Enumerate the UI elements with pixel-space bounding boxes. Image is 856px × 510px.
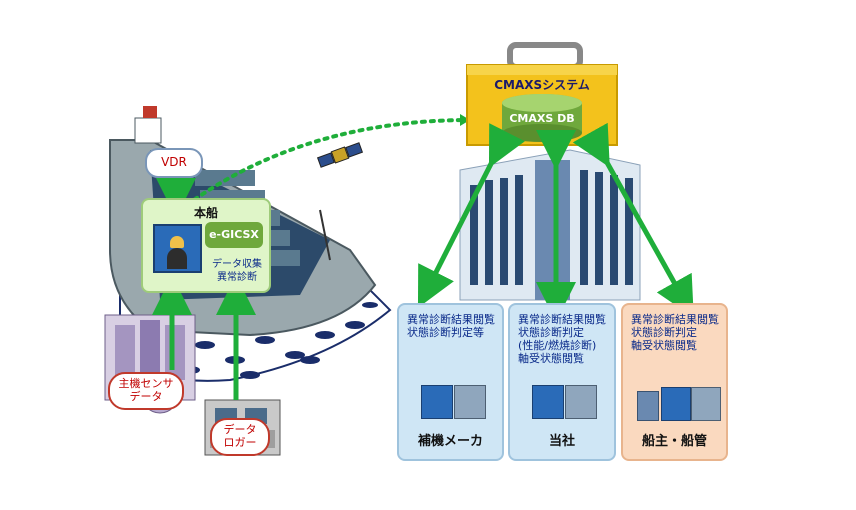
cmaxs-system-box	[466, 42, 618, 146]
maker-monitor-icon	[454, 385, 486, 419]
owner-line-1: 異常診断結果閲覧	[631, 313, 719, 326]
logger-label-2: ロガー	[223, 436, 257, 449]
vdr-badge: VDR	[145, 148, 203, 178]
company-operator-icon	[532, 385, 564, 419]
sensor-label-1: 主機センサ	[118, 377, 174, 390]
logger-label-1: データ	[223, 423, 257, 436]
vessel-function-1: データ収集	[212, 259, 262, 270]
owner-line-2: 状態診断判定	[631, 326, 697, 339]
database-label: CMAXS DB	[509, 112, 575, 125]
operator-icon	[153, 224, 202, 273]
company-line-2: 状態診断判定	[518, 326, 584, 339]
maker-line-1: 異常診断結果閲覧	[407, 313, 495, 326]
owner-monitor-icon	[691, 387, 721, 421]
company-line-1: 異常診断結果閲覧	[518, 313, 606, 326]
company-name: 当社	[548, 434, 575, 449]
satellite-link-arrow	[178, 118, 472, 212]
arrow-system-owner	[572, 122, 694, 318]
vessel-panel: 本船 e-GICSX データ収集 異常診断	[141, 198, 271, 293]
satellite-icon	[316, 142, 364, 168]
sensor-data-bubble: 主機センサ データ	[108, 372, 184, 410]
gicsx-label: e-GICSX	[209, 228, 259, 241]
maker-operator-icon	[421, 385, 453, 419]
gicsx-module: e-GICSX	[205, 222, 263, 248]
owner-operator-icon	[661, 387, 691, 421]
logger-bubble: データ ロガー	[210, 418, 270, 456]
party-panel-company: 異常診断結果閲覧 状態診断判定 (性能/燃焼診断) 軸受状態閲覧 当社	[508, 303, 616, 461]
system-title: CMAXSシステム	[494, 78, 590, 92]
maker-name: 補機メーカ	[417, 434, 483, 449]
maker-line-2: 状態診断判定等	[407, 326, 484, 339]
party-panel-maker: 異常診断結果閲覧 状態診断判定等 補機メーカ	[397, 303, 504, 461]
owner-line-3: 軸受状態閲覧	[631, 339, 697, 352]
company-line-4: 軸受状態閲覧	[518, 352, 584, 365]
sensor-label-2: データ	[129, 390, 163, 403]
vessel-function-2: 異常診断	[217, 272, 257, 283]
owner-name: 船主・船管	[641, 434, 707, 449]
company-line-3: (性能/燃焼診断)	[518, 339, 597, 352]
vdr-label: VDR	[161, 155, 187, 169]
company-monitor-icon	[565, 385, 597, 419]
party-panel-owner: 異常診断結果閲覧 状態診断判定 軸受状態閲覧 船主・船管	[621, 303, 728, 461]
owner-building-icon	[637, 391, 659, 421]
arrow-system-maker	[417, 123, 525, 308]
vessel-title: 本船	[193, 206, 218, 220]
